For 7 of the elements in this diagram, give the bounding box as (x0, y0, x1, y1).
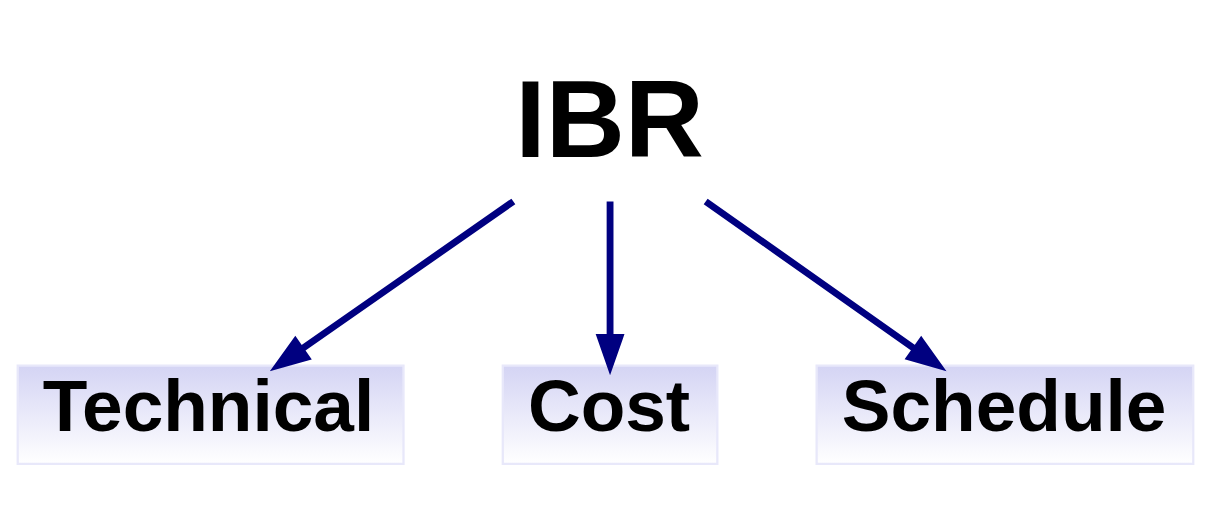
node-box: Cost (501, 364, 719, 465)
node-box: Schedule (815, 364, 1195, 465)
node-box: Technical (16, 364, 405, 465)
arrow (269, 198, 516, 371)
arrow (703, 198, 947, 371)
arrow (595, 200, 625, 375)
node-text: IBR (515, 57, 705, 180)
